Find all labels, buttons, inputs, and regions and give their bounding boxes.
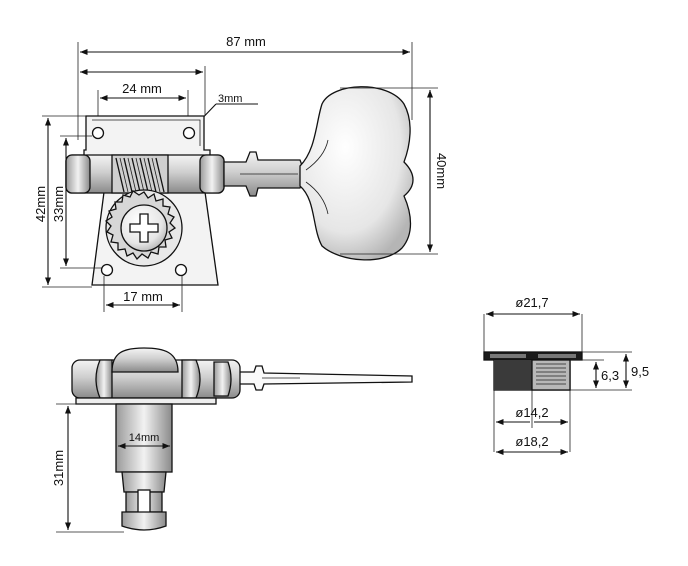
button-height-label: 40mm — [434, 153, 449, 189]
hole-spacing-top-label: 24 mm — [122, 81, 162, 96]
side-shaft — [237, 365, 413, 391]
top-view: 87 mm 24 mm 3mm — [33, 34, 449, 312]
worm-gear — [111, 154, 169, 194]
bushing-outer-label: ø18,2 — [515, 434, 548, 449]
mounting-hole-bottom-left — [100, 263, 114, 277]
post-height-label: 31mm — [51, 450, 66, 486]
total-length-label: 87 mm — [226, 34, 266, 49]
mounting-hole-top-left — [91, 126, 105, 140]
bushing-total-height-label: 9,5 — [631, 364, 649, 379]
plate-outer-height-label: 42mm — [33, 186, 48, 222]
gear-wheel — [104, 189, 183, 267]
plate-inner-height-label: 33mm — [51, 186, 66, 222]
bushing-flange-label: ø21,7 — [515, 295, 548, 310]
side-gear-dome — [111, 347, 179, 373]
side-view: 14mm 31mm — [51, 347, 413, 533]
mounting-hole-bottom-right — [174, 263, 188, 277]
side-plate — [75, 397, 217, 405]
mounting-hole-top-right — [182, 126, 196, 140]
clover-key-button — [299, 86, 414, 261]
post-width-label: 14mm — [129, 432, 160, 444]
hole-dia-label: 3mm — [218, 93, 242, 105]
bushing-bore-label: ø14,2 — [515, 405, 548, 420]
hole-spacing-bottom-label: 17 mm — [123, 289, 163, 304]
string-post — [115, 403, 173, 531]
phillips-screw-icon — [129, 213, 159, 243]
bushing-view: ø21,7 ø14,2 ø18,2 6,3 9,5 — [483, 295, 649, 456]
bushing-body-height-label: 6,3 — [601, 368, 619, 383]
